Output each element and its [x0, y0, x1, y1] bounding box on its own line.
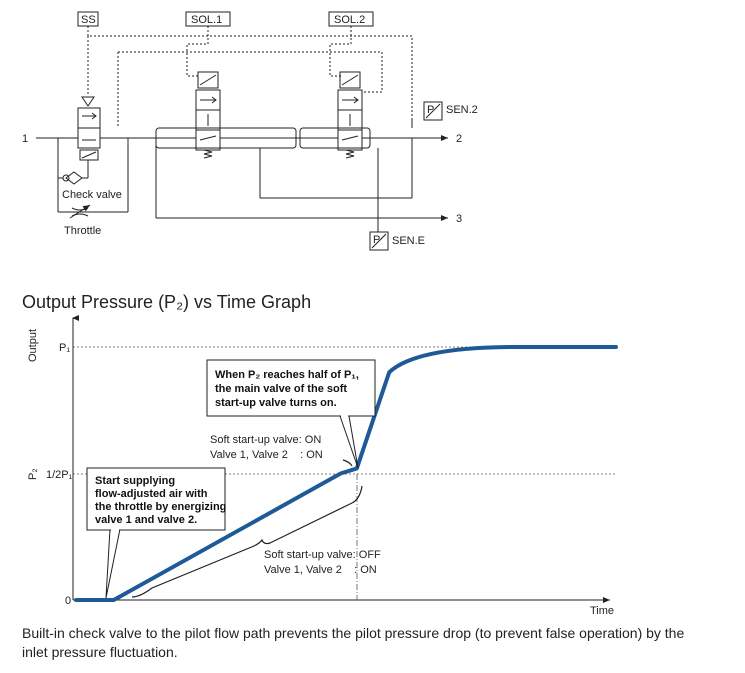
callout-left-line-4: valve 1 and valve 2. [95, 514, 197, 526]
throttle-label: Throttle [64, 225, 101, 237]
port-1-label: 1 [22, 133, 28, 145]
callout-top-line-3: start-up valve turns on. [215, 397, 337, 409]
pneumatic-circuit: SS SOL.1 SOL.2 [36, 11, 448, 251]
sene-p-symbol: P [373, 234, 380, 246]
sol1-label: SOL.1 [191, 14, 222, 26]
state-off-line-2: Valve 1, Valve 2 : ON [264, 564, 377, 576]
check-valve-label: Check valve [62, 189, 122, 201]
y-axis-p2-label: P₂ [27, 468, 39, 480]
sol1-label-box: SOL.1 [185, 11, 231, 27]
off-phase-brace [131, 485, 363, 598]
ss-valve [77, 96, 101, 161]
sen2-sensor: P [423, 101, 443, 121]
state-on-line-1: Soft start-up valve: ON [210, 434, 321, 446]
ss-label-box: SS [77, 11, 99, 27]
y-axis-label: Output [27, 329, 39, 362]
figure-caption: Built-in check valve to the pilot flow p… [22, 625, 685, 660]
callout-top-line-2: the main valve of the soft [215, 383, 347, 395]
graph-title: Output Pressure (P₂) vs Time Graph [22, 292, 311, 312]
callout-left-line-1: Start supplying [95, 475, 175, 487]
main-flow-lines [36, 118, 448, 232]
ss-label: SS [81, 14, 96, 26]
graph-axes [72, 315, 610, 603]
pilot-lines [87, 26, 413, 128]
check-valve [58, 160, 89, 185]
callout-half-p1: When P₂ reaches half of P₁, the main val… [206, 359, 376, 469]
sol2-label: SOL.2 [334, 14, 365, 26]
sol2-valve [337, 71, 363, 159]
sen2-p-symbol: P [427, 104, 434, 116]
ytick-zero: 0 [65, 595, 71, 607]
sene-sensor: P [369, 231, 389, 251]
ytick-half-p1: 1/2P₁ [46, 469, 73, 481]
callout-top-line-1: When P₂ reaches half of P₁, [215, 369, 359, 381]
ytick-p1: P₁ [59, 342, 70, 354]
callout-left-line-3: the throttle by energizing [95, 501, 226, 513]
on-phase-brace-tick [342, 459, 353, 467]
sene-label: SEN.E [392, 235, 425, 247]
callout-left-line-2: flow-adjusted air with [95, 488, 208, 500]
port-3-label: 3 [456, 213, 462, 225]
callout-start-supply: Start supplying flow-adjusted air with t… [86, 467, 226, 599]
port-2-label: 2 [456, 133, 462, 145]
graph-guides [73, 346, 615, 600]
pressure-curve [74, 345, 618, 602]
sen2-label: SEN.2 [446, 104, 478, 116]
sol1-valve [195, 71, 221, 159]
x-axis-label: Time [590, 605, 614, 617]
throttle [69, 204, 91, 219]
state-on-line-2: Valve 1, Valve 2 : ON [210, 449, 323, 461]
state-off-line-1: Soft start-up valve: OFF [264, 549, 381, 561]
sol2-label-box: SOL.2 [328, 11, 374, 27]
